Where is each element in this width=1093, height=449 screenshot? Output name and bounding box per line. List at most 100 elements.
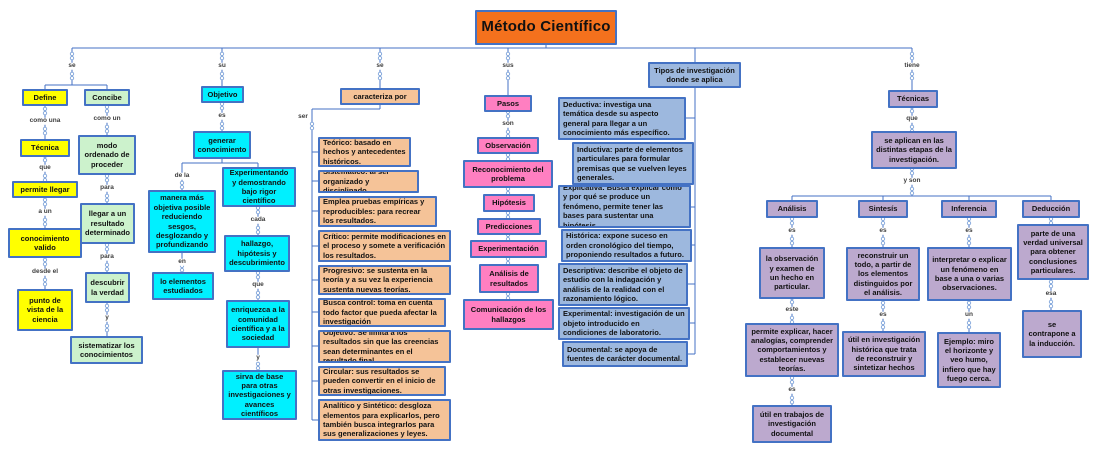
node-pasos[interactable]: Pasos: [484, 95, 532, 112]
link-label: y: [104, 313, 110, 322]
link-nub-icon: [42, 173, 48, 179]
node-emplea-pruebas[interactable]: Emplea pruebas empíricas y reproducibles…: [318, 196, 437, 227]
link-nub-icon: [104, 124, 110, 130]
node-sirva-base[interactable]: sirva de base para otras investigaciones…: [222, 370, 297, 420]
node-sistematizar[interactable]: sistematizar los conocimientos: [70, 336, 143, 364]
link-nub-icon: [789, 299, 795, 305]
link-nub-icon: [219, 75, 225, 81]
node-teorico[interactable]: Teórico: basado en hechos y antecedentes…: [318, 137, 411, 167]
node-experimental[interactable]: Experimental: investigación de un objeto…: [558, 307, 690, 340]
node-inferencia-tecnica[interactable]: Inferencia: [941, 200, 997, 218]
link-nub-icon: [104, 246, 110, 252]
node-descubrir-verdad[interactable]: descubrir la verdad: [85, 272, 130, 303]
node-comunicacion-hallazgos[interactable]: Comunicación de los hallazgos: [463, 299, 554, 330]
node-caracteriza[interactable]: caracteriza por: [340, 88, 420, 105]
node-elementos-estudiados[interactable]: lo elementos estudiados: [152, 272, 214, 300]
node-conocimiento-valido[interactable]: conocimiento valido: [8, 228, 82, 258]
node-inductiva[interactable]: Inductiva: parte de elementos particular…: [572, 142, 694, 185]
node-experimentacion[interactable]: Experimentación: [470, 240, 547, 258]
node-manera-objetiva-text: manera más objetiva posible reduciendo s…: [153, 193, 211, 250]
node-generar-conocimiento[interactable]: generar conocimiento: [193, 131, 251, 159]
link-nub-icon: [377, 75, 383, 81]
node-critico[interactable]: Crítico: permite modificaciones en el pr…: [318, 230, 451, 262]
link-nub-icon: [1048, 283, 1054, 289]
node-descriptiva[interactable]: Descriptiva: describe el objeto de estud…: [558, 263, 688, 306]
node-titulo[interactable]: Método Científico: [475, 10, 617, 45]
link-nub-icon: [309, 125, 315, 131]
node-parte-verdad[interactable]: parte de una verdad universal para obten…: [1017, 224, 1089, 280]
link-nub-icon: [255, 294, 261, 300]
node-circular[interactable]: Circular: sus resultados se pueden conve…: [318, 366, 446, 396]
node-parte-verdad-text: parte de una verdad universal para obten…: [1023, 228, 1083, 276]
node-observacion-examen[interactable]: la observación y examen de un hecho en p…: [759, 247, 825, 299]
node-concibe[interactable]: Concibe: [84, 89, 130, 106]
link-nub-icon: [69, 75, 75, 81]
node-deductiva[interactable]: Deductiva: investiga una temática desde …: [558, 97, 686, 140]
link-nub-icon: [966, 300, 972, 306]
node-historica-text: Histórica: expone suceso en orden cronol…: [566, 231, 684, 260]
node-analitico-sintetico[interactable]: Analítico y Sintético: desgloza elemento…: [318, 399, 451, 441]
node-permite-explicar[interactable]: permite explicar, hacer analogías, compr…: [745, 323, 839, 377]
link-label: cada: [249, 215, 267, 224]
node-progresivo[interactable]: Progresivo: se sustenta en la teoría y a…: [318, 265, 451, 295]
node-busca-control[interactable]: Busca control: toma en cuenta todo facto…: [318, 298, 446, 327]
node-analisis-tecnica-text: Análisis: [777, 204, 807, 214]
node-tecnicas[interactable]: Técnicas: [888, 90, 938, 108]
link-label: desde el: [30, 267, 60, 276]
node-util-historica[interactable]: útil en investigación histórica que trat…: [842, 331, 926, 377]
node-explicativa-text: Explicativa: Busca explicar cómo y por q…: [563, 185, 682, 228]
node-explicativa[interactable]: Explicativa: Busca explicar cómo y por q…: [558, 185, 691, 228]
node-se-contrapone[interactable]: se contrapone a la inducción.: [1022, 310, 1082, 358]
node-inductiva-text: Inductiva: parte de elementos particular…: [577, 144, 687, 182]
node-llegar-resultado[interactable]: llegar a un resultado determinado: [80, 203, 135, 244]
link-nub-icon: [219, 51, 225, 57]
link-nub-icon: [104, 262, 110, 268]
node-permite-llegar[interactable]: permite llegar: [12, 181, 78, 198]
node-hallazgo[interactable]: hallazgo, hipótesis y descubrimiento: [224, 235, 290, 272]
node-tipos-investigacion[interactable]: Tipos de investigación donde se aplica: [648, 62, 741, 88]
node-experimentando[interactable]: Experimentando y demostrando bajo rigor …: [222, 167, 296, 207]
link-nub-icon: [255, 229, 261, 235]
node-objetivo[interactable]: Objetivo: [201, 86, 244, 103]
node-modo-ordenado[interactable]: modo ordenado de proceder: [78, 135, 136, 175]
node-tecnica[interactable]: Técnica: [20, 139, 70, 157]
node-hipotesis[interactable]: Hipótesis: [483, 194, 535, 212]
link-nub-icon: [909, 124, 915, 130]
node-util-trabajos[interactable]: útil en trabajos de investigación docume…: [752, 405, 832, 443]
node-documental[interactable]: Documental: se apoya de fuentes de carác…: [562, 341, 688, 367]
node-observacion[interactable]: Observación: [477, 137, 539, 154]
node-analisis-tecnica[interactable]: Análisis: [766, 200, 818, 218]
node-punto-vista[interactable]: punto de vista de la ciencia: [17, 289, 73, 331]
link-nub-icon: [104, 307, 110, 313]
node-enriquezca[interactable]: enriquezca a la comunidad científica y a…: [226, 300, 290, 348]
link-label: sus: [501, 61, 515, 70]
node-define-text: Define: [33, 92, 57, 102]
node-manera-objetiva[interactable]: manera más objetiva posible reduciendo s…: [148, 190, 216, 253]
node-sistematico[interactable]: Sistemático: al ser organizado y discipl…: [318, 170, 419, 193]
link-label: y: [255, 353, 261, 362]
node-sintesis-tecnica[interactable]: Sintesís: [858, 200, 908, 218]
node-analisis-resultados[interactable]: Análisis de resultados: [479, 264, 539, 293]
link-label: y son: [902, 176, 922, 185]
link-nub-icon: [179, 184, 185, 190]
node-reconstruir[interactable]: reconstruir un todo, a partir de los ele…: [846, 247, 920, 301]
node-documental-text: Documental: se apoya de fuentes de carác…: [567, 344, 683, 363]
node-define[interactable]: Define: [22, 89, 68, 106]
node-se-aplican[interactable]: se aplican en las distintas etapas de la…: [871, 131, 957, 169]
node-sintesis-tecnica-text: Sintesís: [868, 204, 898, 214]
node-predicciones[interactable]: Predicciones: [477, 218, 541, 235]
node-punto-vista-text: punto de vista de la ciencia: [26, 295, 64, 324]
node-historica[interactable]: Histórica: expone suceso en orden cronol…: [561, 229, 692, 262]
link-nub-icon: [219, 55, 225, 61]
node-deduccion-tecnica[interactable]: Deducción: [1022, 200, 1080, 218]
link-nub-icon: [966, 240, 972, 246]
node-ejemplo-humo[interactable]: Ejemplo: miro el horizonte y veo humo, i…: [937, 332, 1001, 388]
link-nub-icon: [789, 379, 795, 385]
node-reconocimiento-problema[interactable]: Reconocimiento del problema: [463, 160, 553, 188]
node-experimentacion-text: Experimentación: [478, 244, 539, 254]
link-nub-icon: [880, 220, 886, 226]
link-nub-icon: [179, 180, 185, 186]
node-objetivo-limita[interactable]: Objetivo: Se limita a los resultados sin…: [318, 330, 451, 363]
node-interpretar[interactable]: interpretar o explicar un fenómeno en ba…: [927, 247, 1012, 301]
link-nub-icon: [909, 108, 915, 114]
